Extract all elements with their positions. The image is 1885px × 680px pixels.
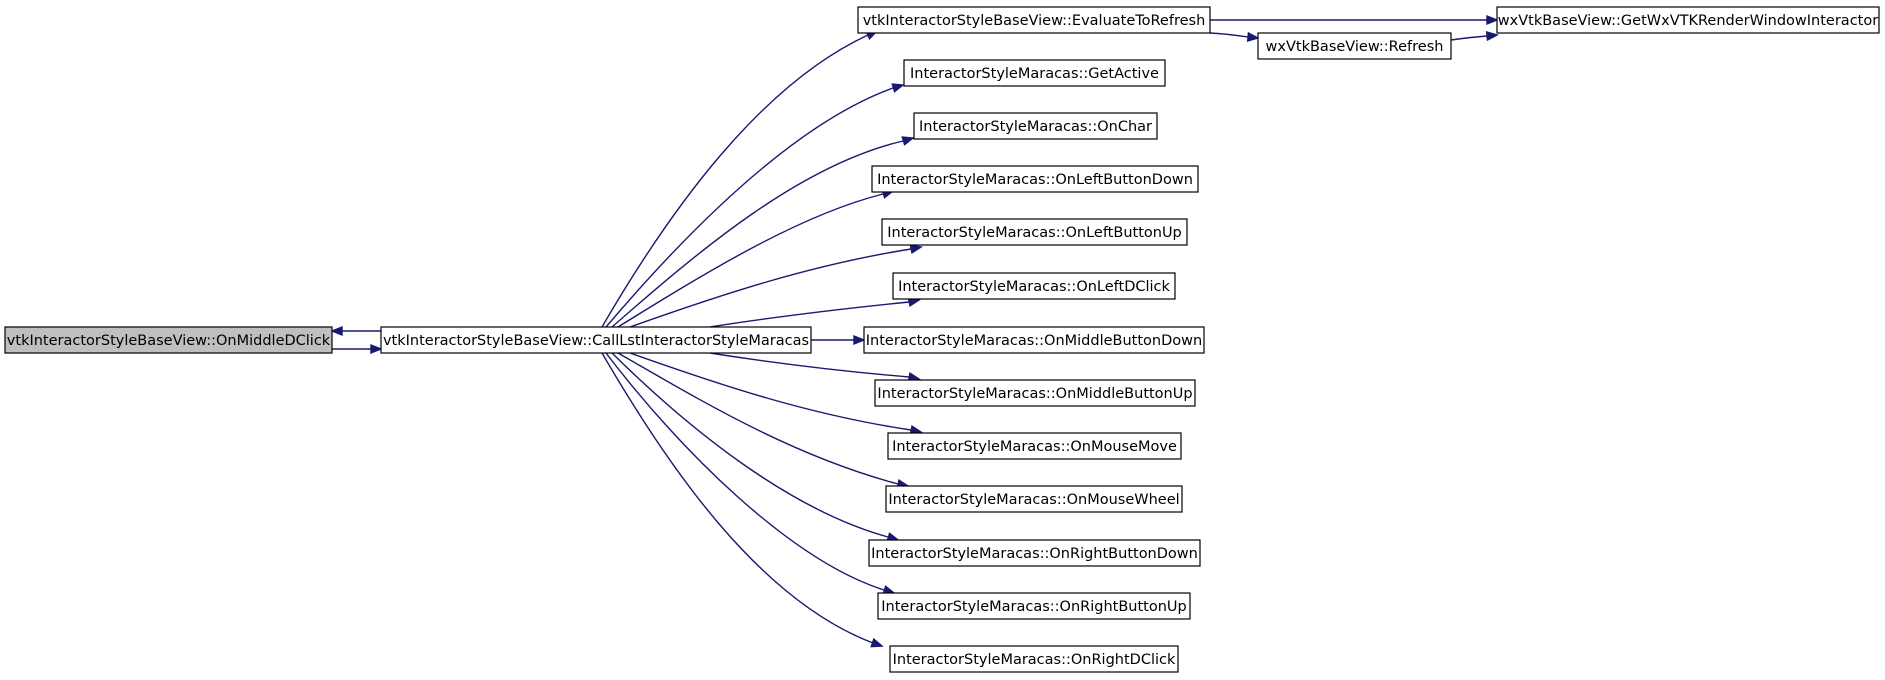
arrowhead: [909, 244, 923, 255]
node-onrightup[interactable]: InteractorStyleMaracas::OnRightButtonUp: [877, 592, 1191, 620]
node-label: InteractorStyleMaracas::OnMiddleButtonUp: [877, 386, 1192, 402]
edge-calllst-to-onmiddledown: [811, 334, 866, 346]
node-onmiddleup[interactable]: InteractorStyleMaracas::OnMiddleButtonUp: [874, 379, 1196, 407]
node-label: InteractorStyleMaracas::OnMouseWheel: [888, 492, 1179, 508]
node-label: wxVtkBaseView::Refresh: [1266, 39, 1444, 55]
node-box: [4, 326, 333, 354]
node-label: InteractorStyleMaracas::OnMiddleButtonDo…: [866, 333, 1202, 349]
edge-line: [709, 299, 920, 328]
edge-line: [629, 352, 922, 433]
node-onrightdown[interactable]: InteractorStyleMaracas::OnRightButtonDow…: [868, 539, 1201, 567]
edge-calllst-to-onleftdown: [617, 189, 895, 328]
edge-line: [629, 246, 922, 328]
node-box: [892, 272, 1176, 300]
edge-calllst-to-onmiddleup: [709, 352, 921, 382]
node-label: vtkInteractorStyleBaseView::EvaluateToRe…: [863, 13, 1206, 29]
node-label: InteractorStyleMaracas::OnRightButtonUp: [881, 599, 1186, 615]
node-onmiddledown[interactable]: InteractorStyleMaracas::OnMiddleButtonDo…: [863, 326, 1205, 354]
edge-line: [617, 352, 909, 487]
node-label: vtkInteractorStyleBaseView::OnMiddleDCli…: [7, 333, 331, 349]
edge-evaluate-to-refresh: [1209, 31, 1260, 42]
edge-calllst-to-onleftup: [629, 244, 923, 328]
node-box: [881, 218, 1188, 246]
node-label: wxVtkBaseView::GetWxVTKRenderWindowInter…: [1498, 13, 1878, 29]
edge-calllst-to-onrightdclick: [601, 352, 884, 648]
arrowhead: [1485, 31, 1499, 42]
node-box: [874, 379, 1196, 407]
node-box: [885, 485, 1183, 513]
node-label: InteractorStyleMaracas::OnRightDClick: [893, 652, 1176, 668]
node-getactive[interactable]: InteractorStyleMaracas::GetActive: [903, 59, 1166, 87]
edge-calllst-to-evaluate: [601, 30, 879, 328]
node-onmousewheel[interactable]: InteractorStyleMaracas::OnMouseWheel: [885, 485, 1183, 513]
node-refresh[interactable]: wxVtkBaseView::Refresh: [1257, 32, 1452, 60]
edge-line: [611, 137, 914, 328]
arrowhead: [853, 334, 866, 346]
edge-calllst-to-getactive: [605, 83, 905, 328]
node-onrightdclick[interactable]: InteractorStyleMaracas::OnRightDClick: [889, 645, 1179, 673]
edge-calllst-to-onleftdclick: [709, 297, 921, 328]
node-getwx[interactable]: wxVtkBaseView::GetWxVTKRenderWindowInter…: [1496, 6, 1880, 34]
node-label: InteractorStyleMaracas::OnLeftButtonUp: [887, 225, 1182, 241]
node-box: [1496, 6, 1880, 34]
node-evaluate[interactable]: vtkInteractorStyleBaseView::EvaluateToRe…: [857, 6, 1211, 34]
node-label: InteractorStyleMaracas::OnRightButtonDow…: [871, 546, 1198, 562]
node-box: [889, 645, 1179, 673]
node-box: [903, 59, 1166, 87]
node-box: [887, 432, 1182, 460]
arrowhead: [330, 325, 343, 337]
edge-calllst-to-onrightdown: [611, 352, 900, 542]
node-label: InteractorStyleMaracas::OnChar: [919, 119, 1152, 135]
node-label: vtkInteractorStyleBaseView::CallLstInter…: [383, 333, 809, 349]
edge-line: [605, 352, 895, 594]
edge-line: [605, 84, 904, 328]
node-box: [871, 165, 1199, 193]
edge-calllst-to-onchar: [611, 136, 915, 328]
edge-line: [709, 352, 920, 380]
node-box: [913, 112, 1158, 140]
node-calllst[interactable]: vtkInteractorStyleBaseView::CallLstInter…: [380, 326, 812, 354]
node-onleftup[interactable]: InteractorStyleMaracas::OnLeftButtonUp: [881, 218, 1188, 246]
arrowhead: [901, 136, 915, 146]
node-box: [1257, 32, 1452, 60]
node-box: [868, 539, 1201, 567]
arrowhead: [870, 637, 884, 648]
edge-refresh-to-getwx: [1450, 31, 1499, 42]
edge-calllst-to-root: [330, 325, 381, 337]
arrowhead: [891, 83, 905, 93]
node-onchar[interactable]: InteractorStyleMaracas::OnChar: [913, 112, 1158, 140]
edge-line: [601, 30, 878, 328]
node-label: InteractorStyleMaracas::OnLeftDClick: [898, 279, 1170, 295]
node-label: InteractorStyleMaracas::GetActive: [910, 66, 1159, 82]
arrowhead: [1246, 31, 1260, 42]
arrowhead: [370, 343, 383, 355]
nodes-layer: vtkInteractorStyleBaseView::OnMiddleDCli…: [4, 6, 1880, 673]
node-box: [380, 326, 812, 354]
node-label: InteractorStyleMaracas::OnLeftButtonDown: [877, 172, 1193, 188]
node-onleftdown[interactable]: InteractorStyleMaracas::OnLeftButtonDown: [871, 165, 1199, 193]
arrowhead: [1486, 14, 1499, 26]
edge-root-to-calllst: [332, 343, 383, 355]
node-box: [877, 592, 1191, 620]
node-onmousemove[interactable]: InteractorStyleMaracas::OnMouseMove: [887, 432, 1182, 460]
edge-evaluate-to-getwx: [1210, 14, 1499, 26]
edge-line: [601, 352, 883, 647]
node-box: [863, 326, 1205, 354]
node-onleftdclick[interactable]: InteractorStyleMaracas::OnLeftDClick: [892, 272, 1176, 300]
edge-line: [617, 190, 894, 328]
edge-line: [611, 352, 899, 541]
node-box: [857, 6, 1211, 34]
node-label: InteractorStyleMaracas::OnMouseMove: [892, 439, 1177, 455]
node-root[interactable]: vtkInteractorStyleBaseView::OnMiddleDCli…: [4, 326, 333, 354]
